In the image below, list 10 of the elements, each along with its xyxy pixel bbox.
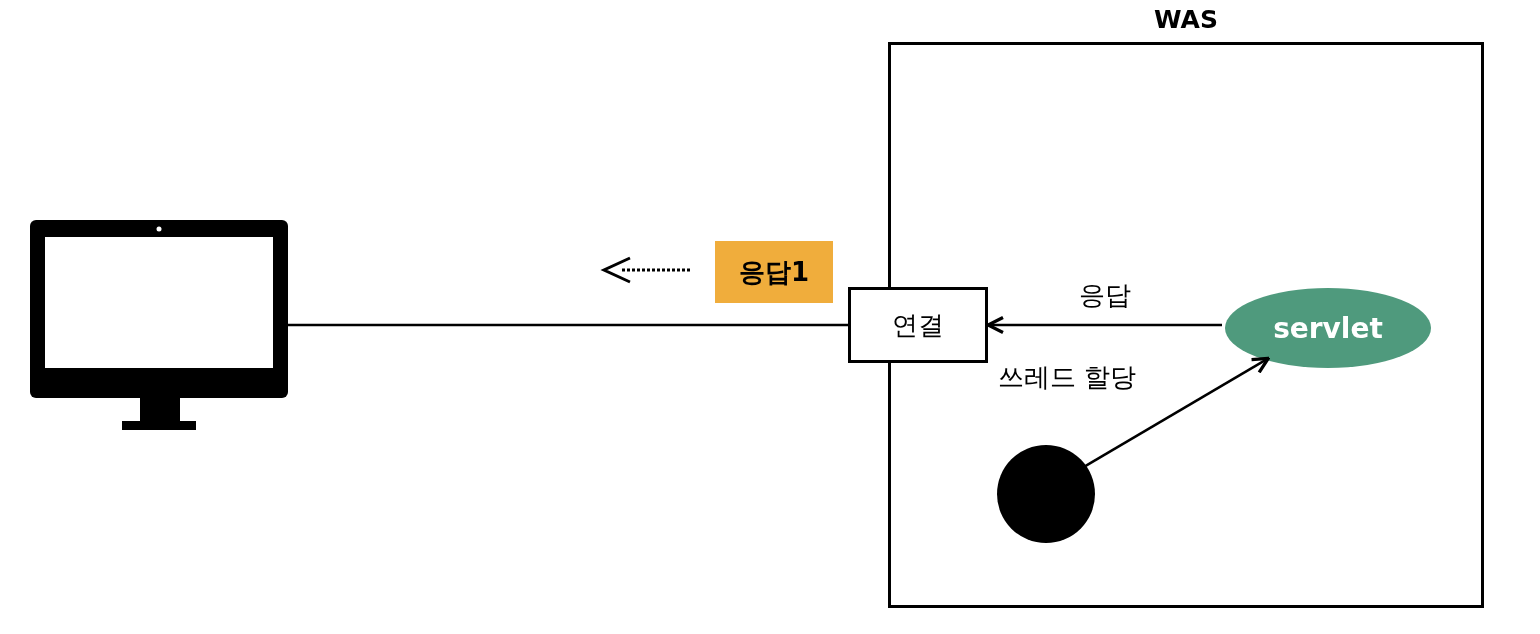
frame-title: WAS [1154,5,1218,34]
connector [1084,356,1270,468]
servlet-label: servlet [1273,311,1383,345]
box-label: 연결 [892,308,944,342]
response-tag [715,241,833,303]
box-label: 응답1 [738,255,810,289]
monitor-drawing [30,220,288,430]
connector [288,323,848,327]
process-box [848,287,988,363]
connector [986,315,1222,335]
